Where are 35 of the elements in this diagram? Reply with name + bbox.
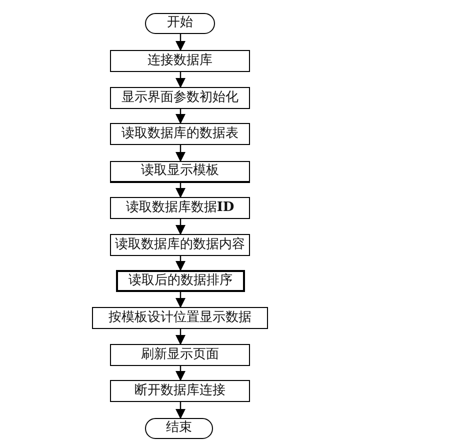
arrow — [176, 109, 186, 124]
step-label: 显示界面参数初始化 — [122, 90, 238, 106]
step-label: 刷新显示页面 — [141, 348, 219, 362]
process-box — [110, 234, 250, 256]
terminal-label: 开始 — [167, 16, 193, 31]
step-label: 读取后的数据排序 — [128, 274, 232, 288]
step-label: 断开数据库连接 — [134, 384, 226, 398]
process-box — [110, 161, 250, 183]
terminal-capsule — [145, 13, 215, 34]
process-box — [110, 87, 250, 109]
step-label: 按模板设计位置显示数据 — [108, 310, 252, 326]
process-box — [110, 380, 250, 402]
process-box — [92, 307, 268, 329]
terminal-capsule — [145, 418, 213, 439]
process-box — [110, 344, 250, 366]
process-box — [110, 50, 250, 72]
step-label: 读取数据库数据ID — [126, 200, 234, 216]
arrow — [176, 366, 186, 381]
process-box — [110, 197, 250, 219]
arrow — [176, 256, 186, 271]
arrow — [176, 402, 186, 419]
step-label: 读取数据库的数据内容 — [115, 238, 245, 252]
arrow — [176, 183, 186, 198]
terminal-label: 结束 — [166, 421, 192, 436]
step-label: 读取数据库的数据表 — [122, 126, 238, 142]
arrow — [176, 145, 186, 162]
step-label: 读取显示模板 — [141, 164, 219, 179]
step-label: 连接数据库 — [148, 54, 212, 68]
process-box — [116, 270, 245, 292]
arrow — [176, 329, 186, 345]
arrow — [176, 34, 186, 51]
arrow — [176, 219, 186, 235]
arrow — [176, 72, 186, 88]
process-box — [110, 123, 250, 145]
arrow — [176, 292, 186, 308]
